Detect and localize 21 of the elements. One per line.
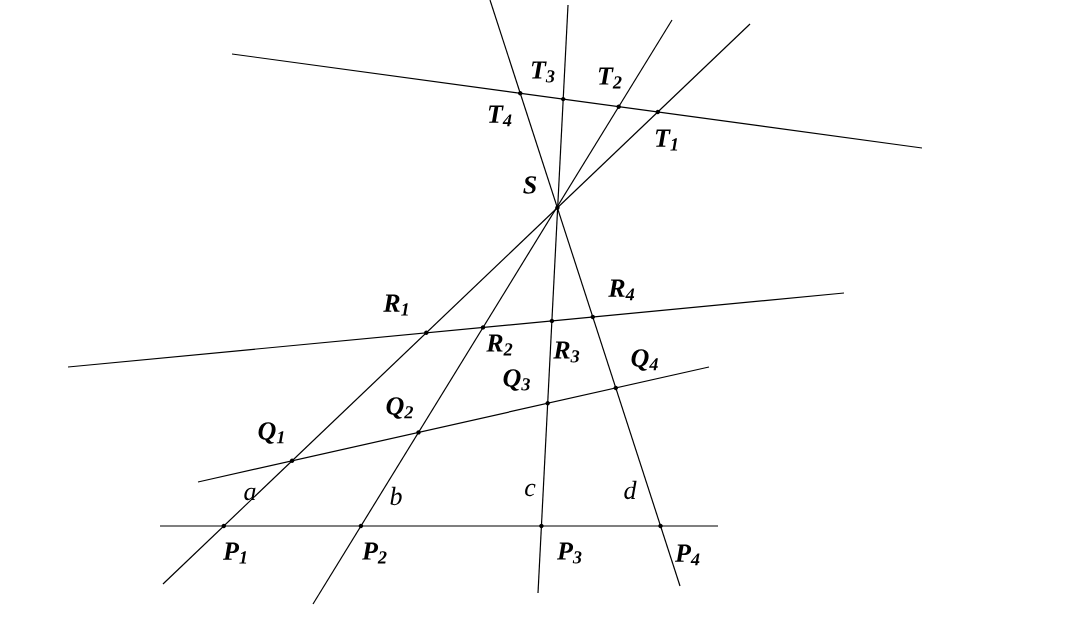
point-label: P$_{1}$ — [223, 542, 247, 564]
point-label: T$_{3}$ — [531, 61, 555, 83]
point-label: T$_{2}$ — [598, 67, 622, 89]
point-label: Q$_{3}$ — [503, 369, 530, 391]
point-label: P$_{4}$ — [675, 544, 700, 566]
point-label: R$_{4}$ — [608, 279, 635, 301]
point-label: T$_{1}$ — [655, 129, 678, 151]
point-label: Q$_{1}$ — [258, 422, 284, 444]
point-label: Q$_{4}$ — [631, 349, 658, 371]
point-label: T$_{4}$ — [488, 105, 512, 127]
point-label: R$_{2}$ — [486, 334, 513, 356]
point-label: S — [523, 176, 537, 194]
point-label: R$_{3}$ — [553, 341, 580, 363]
line-label: a — [244, 487, 256, 501]
point-label: R$_{1}$ — [383, 294, 408, 316]
point-label: P$_{3}$ — [557, 542, 582, 564]
point-label: P$_{2}$ — [362, 542, 387, 564]
point-label: Q$_{2}$ — [386, 397, 414, 419]
line-label: b — [390, 486, 402, 506]
line-label: d — [624, 480, 637, 500]
line-label: c — [525, 483, 536, 497]
